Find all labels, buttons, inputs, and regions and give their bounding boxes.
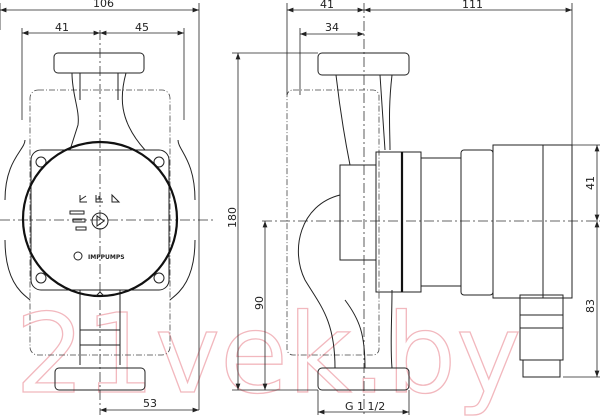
cable-connector [519,294,564,378]
mode-symbols [79,193,121,203]
dim-back-to-axis: 41 [320,0,334,11]
proportional-pressure-icon [95,195,103,203]
bottom-flange [54,367,146,391]
inlet-neck [335,74,393,166]
terminal-cover [542,144,573,299]
motor-plate [30,149,170,291]
side-view: 41 111 34 180 90 41 83 G 1 1/2 [226,0,600,415]
thread-label: G 1 1/2 [345,400,385,413]
constant-pressure-icon [79,195,87,203]
brand-logo: IMPPUMPS [73,251,125,261]
volute-side [297,194,393,369]
terminal-box [492,144,544,299]
front-view: IMPPUMPS 106 41 45 53 [0,0,215,415]
watermark: 21vek.by [15,290,521,416]
dim-inlet-to-axis: 34 [325,21,339,34]
motor-flange [375,151,422,293]
outlet-neck [79,290,121,365]
dim-axis-height: 90 [253,296,266,310]
dim-right-to-axis: 45 [135,21,149,34]
drain-plug [95,291,105,297]
dim-port-to-port: 180 [226,207,239,228]
top-flange [53,52,145,74]
auto-mode-icon [111,193,121,203]
stator-can [420,157,462,287]
dim-overall-width: 106 [93,0,114,10]
dim-motor-top-to-axis: 41 [584,176,597,190]
motor-body [460,149,494,296]
dim-axis-to-connector-bottom: 83 [584,299,597,313]
dim-bottom-to-axis: 53 [143,397,157,410]
envelope-outline [29,89,171,356]
dim-axis-to-motor-end: 111 [462,0,483,11]
volute-upper [69,72,146,151]
dim-left-to-axis: 41 [55,21,69,34]
housing-block [339,164,377,261]
side-bottom-flange [317,367,410,391]
mounting-screws [35,156,165,284]
svg-text:IMPPUMPS: IMPPUMPS [88,254,125,261]
mode-button-icon[interactable] [69,210,109,231]
pump-housing [4,139,196,301]
motor-head [21,140,179,298]
side-top-flange [317,52,410,76]
